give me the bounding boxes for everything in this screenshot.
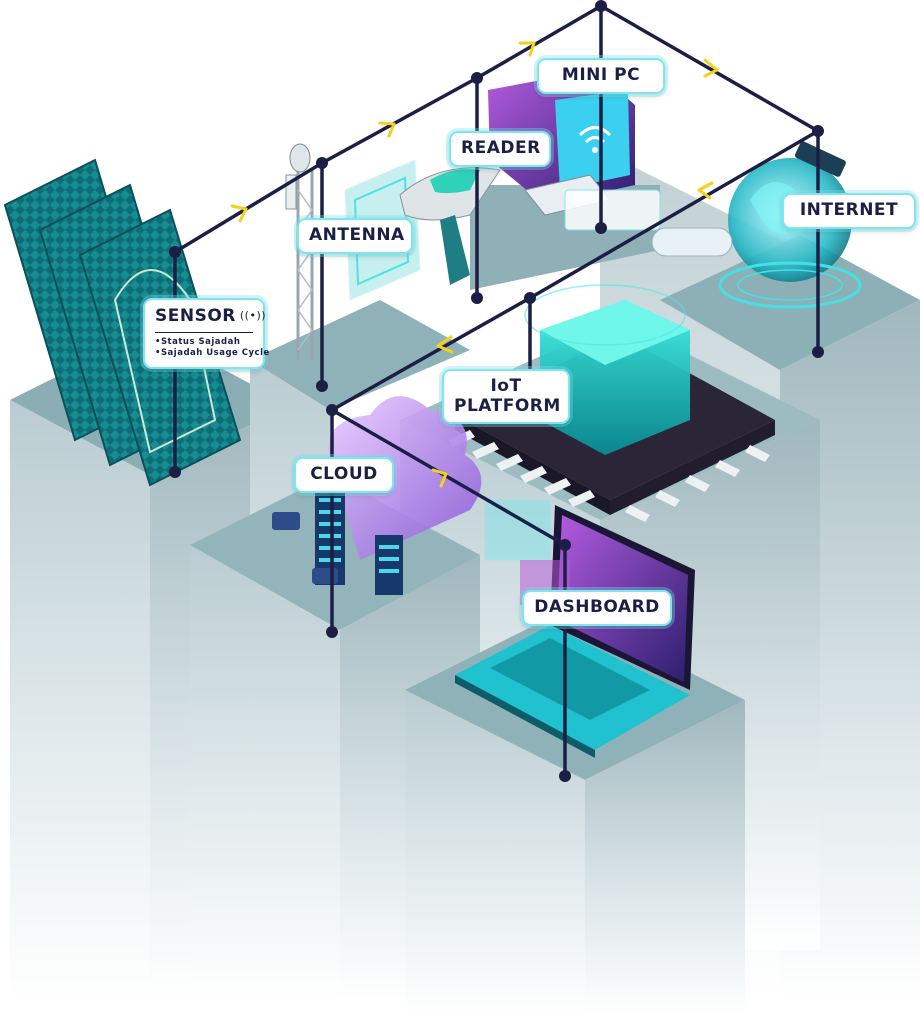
node-label-mini-pc: MINI PC [537,58,665,94]
node-title: ANTENNA [309,225,405,245]
node-title-line1: IoT [490,376,522,396]
rfid-reader-illustration [344,159,501,301]
arrow-icon [378,121,396,138]
list-item: Status Sajadah [155,337,253,348]
arrow-icon [703,58,719,78]
sensor-data-list: Status Sajadah Sajadah Usage Cycle [155,337,269,360]
node-title: DASHBOARD [534,597,660,617]
wireless-signal-icon: ((•)) [239,309,267,323]
node-label-antenna: ANTENNA [297,218,413,254]
node-title-line2: PLATFORM [454,395,561,416]
arrow-icon [518,41,536,57]
flow-arrows [230,41,719,488]
antenna-tower-illustration [285,143,314,360]
node-title: CLOUD [310,464,378,484]
node-label-internet: INTERNET [782,193,916,229]
arrow-icon [697,181,714,200]
divider [155,331,253,333]
node-label-sensor: SENSOR ((•)) Status Sajadah Sajadah Usag… [143,298,269,370]
node-label-iot-platform: IoT PLATFORM [442,369,570,425]
node-title: READER [461,138,541,158]
node-label-dashboard: DASHBOARD [522,590,672,626]
node-title: INTERNET [799,200,899,220]
node-label-cloud: CLOUD [294,457,394,493]
cloud-servers-illustration [272,396,482,595]
arrow-icon [230,204,248,223]
list-item: Sajadah Usage Cycle [155,348,269,359]
arrow-icon [436,335,454,354]
node-title: MINI PC [561,65,641,85]
node-title: SENSOR [155,306,236,326]
node-label-reader: READER [449,131,551,167]
arrow-icon [431,468,448,488]
connector-nodes [169,0,824,782]
desktop-computer-illustration [488,70,661,231]
